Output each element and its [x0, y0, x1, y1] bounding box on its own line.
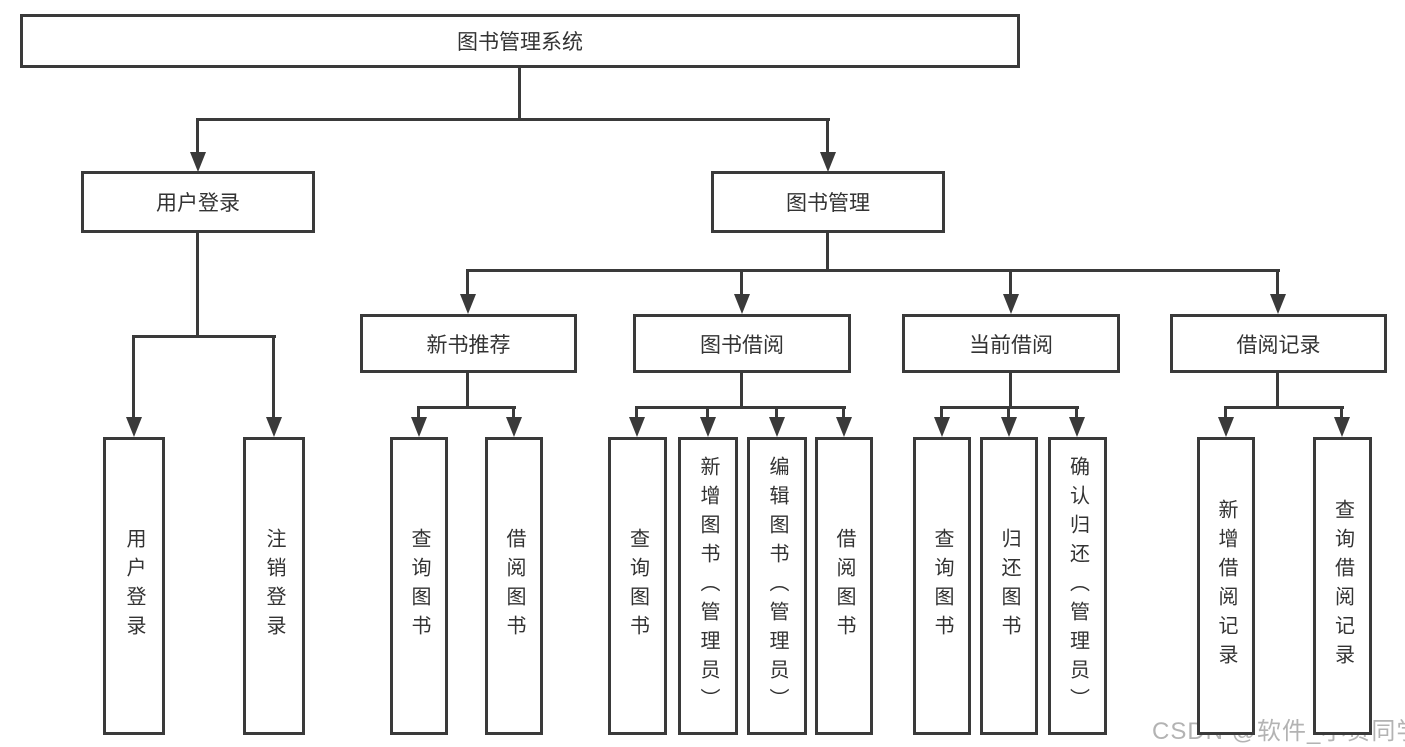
node-label: 当前借阅: [969, 333, 1053, 357]
connector-to-leaf-bw3: [775, 406, 778, 419]
node-label: 编辑图书（管理员）: [766, 455, 788, 717]
connector-book-mgmt-bar: [466, 269, 1280, 272]
node-label: 用户登录: [156, 192, 240, 215]
leaf-query-books-bw: 查询图书: [608, 437, 667, 735]
node-label: 图书借阅: [700, 333, 784, 357]
connector-to-leaf-nb2: [512, 406, 515, 419]
node-label: 借阅图书: [503, 528, 525, 644]
node-label: 新增图书（管理员）: [697, 455, 719, 717]
leaf-confirm-return-admin: 确认归还（管理员）: [1048, 437, 1107, 735]
arrowhead-leaf-logout: [266, 417, 282, 437]
connector-user-login-bar: [132, 335, 276, 338]
connector-to-leaf-re1: [1224, 406, 1227, 419]
node-new-book-recommend: 新书推荐: [360, 314, 577, 373]
leaf-borrow-books-nb: 借阅图书: [485, 437, 543, 735]
connector-to-leaf-cu3: [1075, 406, 1078, 419]
connector-to-leaf-nb1: [417, 406, 420, 419]
arrowhead-leaf-nb1: [411, 417, 427, 437]
arrowhead-user-login: [190, 152, 206, 172]
node-label: 借阅记录: [1236, 333, 1321, 357]
connector-borrow-bar: [635, 406, 846, 409]
connector-to-borrow: [740, 269, 743, 296]
leaf-edit-books-admin: 编辑图书（管理员）: [747, 437, 807, 735]
node-book-management: 图书管理: [711, 171, 945, 233]
arrowhead-leaf-bw4: [836, 417, 852, 437]
node-borrow-records: 借阅记录: [1170, 314, 1387, 373]
connector-to-records: [1276, 269, 1279, 296]
connector-root-to-user-login: [196, 118, 199, 154]
arrowhead-leaf-cu3: [1069, 417, 1085, 437]
connector-book-mgmt-stem: [826, 233, 829, 272]
connector-records-bar: [1224, 406, 1344, 409]
node-label: 新书推荐: [426, 333, 511, 357]
node-label: 图书管理: [786, 192, 870, 215]
arrowhead-leaf-re1: [1218, 417, 1234, 437]
leaf-add-books-admin: 新增图书（管理员）: [678, 437, 738, 735]
connector-root-to-book-mgmt: [826, 118, 829, 154]
node-user-login: 用户登录: [81, 171, 315, 233]
node-label: 归还图书: [998, 528, 1020, 644]
leaf-user-login: 用户登录: [103, 437, 165, 735]
connector-root-stem: [518, 68, 521, 121]
connector-to-leaf-bw2: [706, 406, 709, 419]
node-label: 借阅图书: [833, 528, 855, 644]
node-label: 注销登录: [263, 528, 285, 644]
arrowhead-borrow: [734, 294, 750, 314]
connector-user-login-stem: [196, 233, 199, 335]
connector-records-stem: [1276, 373, 1279, 409]
node-current-borrow: 当前借阅: [902, 314, 1120, 373]
arrowhead-leaf-re2: [1334, 417, 1350, 437]
node-label: 确认归还（管理员）: [1066, 455, 1089, 717]
connector-current-stem: [1009, 373, 1012, 409]
leaf-add-borrow-record: 新增借阅记录: [1197, 437, 1255, 735]
connector-to-current: [1009, 269, 1012, 296]
node-label: 用户登录: [123, 528, 145, 644]
connector-to-leaf-re2: [1340, 406, 1343, 419]
node-label: 新增借阅记录: [1215, 499, 1237, 673]
arrowhead-leaf-bw1: [629, 417, 645, 437]
connector-to-leaf-bw4: [842, 406, 845, 419]
arrowhead-leaf-bw3: [769, 417, 785, 437]
node-label: 查询图书: [931, 528, 953, 644]
connector-to-leaf-bw1: [635, 406, 638, 419]
arrowhead-leaf-bw2: [700, 417, 716, 437]
leaf-query-borrow-record: 查询借阅记录: [1313, 437, 1372, 735]
arrowhead-leaf-cu2: [1001, 417, 1017, 437]
node-label: 查询借阅记录: [1331, 499, 1354, 673]
node-book-borrow: 图书借阅: [633, 314, 851, 373]
leaf-query-books-cu: 查询图书: [913, 437, 971, 735]
arrowhead-records: [1270, 294, 1286, 314]
connector-borrow-stem: [740, 373, 743, 409]
arrowhead-current: [1003, 294, 1019, 314]
arrowhead-new-books: [460, 294, 476, 314]
arrowhead-leaf-login: [126, 417, 142, 437]
leaf-query-books-nb: 查询图书: [390, 437, 448, 735]
node-label: 查询图书: [408, 528, 430, 644]
arrowhead-book-mgmt: [820, 152, 836, 172]
node-label: 图书管理系统: [457, 31, 583, 54]
leaf-return-books: 归还图书: [980, 437, 1038, 735]
connector-to-leaf-cu2: [1007, 406, 1010, 419]
connector-to-leaf-logout: [272, 335, 275, 417]
connector-new-books-stem: [466, 373, 469, 409]
connector-to-leaf-cu1: [940, 406, 943, 419]
node-library-management-system: 图书管理系统: [20, 14, 1020, 68]
connector-to-leaf-login: [132, 335, 135, 417]
leaf-logout: 注销登录: [243, 437, 305, 735]
connector-to-new-books: [466, 269, 469, 296]
leaf-borrow-books-bw: 借阅图书: [815, 437, 873, 735]
connector-new-books-bar: [417, 406, 516, 409]
node-label: 查询图书: [626, 528, 649, 644]
arrowhead-leaf-nb2: [506, 417, 522, 437]
connector-root-bar: [197, 118, 830, 121]
arrowhead-leaf-cu1: [934, 417, 950, 437]
